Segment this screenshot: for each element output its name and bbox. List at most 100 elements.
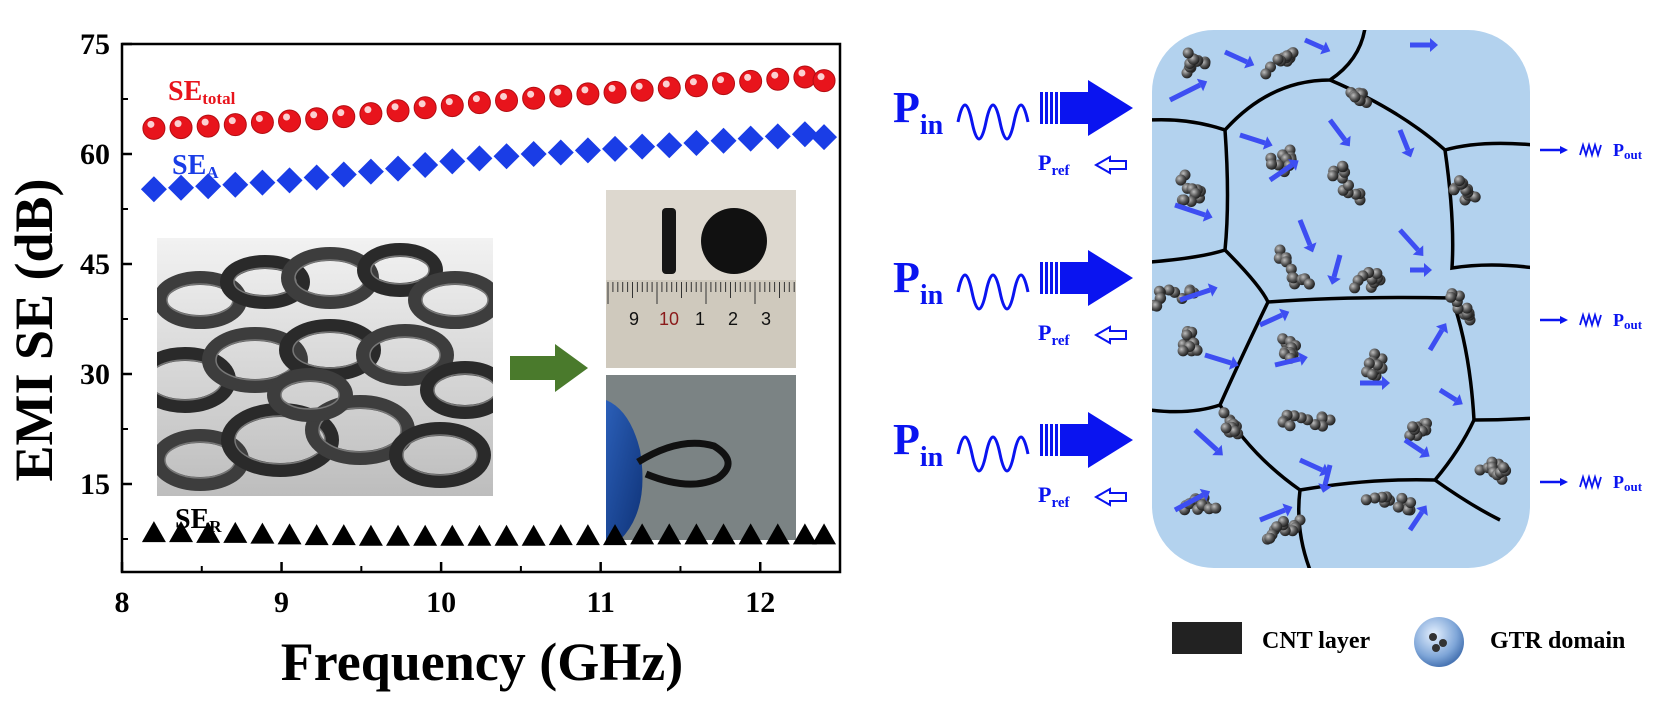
point-a — [222, 171, 249, 198]
scatter-arrow — [1274, 356, 1301, 368]
carbon-particle — [1178, 194, 1190, 206]
flexible-sample-photo — [606, 375, 796, 540]
point-a — [656, 132, 683, 159]
p-out-label: Pout — [1613, 140, 1643, 162]
point-a — [574, 137, 601, 164]
point-a — [439, 148, 466, 175]
tyre-tread — [402, 434, 478, 476]
carbon-particle — [1271, 521, 1283, 533]
scatter-arrow — [1168, 82, 1202, 103]
incident-wave-icon — [956, 435, 1030, 473]
carbon-particle — [1260, 68, 1272, 80]
transmitted-arrow-head — [1560, 478, 1568, 486]
p-ref-label: Pref — [1038, 320, 1070, 349]
point-highlight — [472, 95, 480, 103]
point-total — [169, 116, 193, 140]
point-total — [250, 110, 274, 134]
point-total — [522, 86, 546, 110]
point-a — [195, 173, 222, 200]
point-a — [710, 127, 737, 154]
carbon-particle — [1177, 345, 1189, 357]
carbon-particle — [1349, 282, 1361, 294]
carbon-particle — [1337, 160, 1348, 172]
point-r — [812, 523, 837, 545]
scatter-arrow — [1179, 287, 1211, 303]
carbon-particle — [1190, 187, 1201, 199]
scatter-arrow — [1298, 457, 1324, 473]
y-axis-label: EMI SE (dB) — [4, 178, 64, 481]
p-out-label: Pout — [1613, 472, 1643, 494]
point-r — [630, 523, 655, 545]
point-highlight — [817, 73, 825, 81]
point-r — [223, 521, 248, 543]
incident-arrow-tail — [1045, 92, 1048, 124]
diagram-legend: CNT layer GTR domain — [1172, 617, 1625, 667]
point-total — [549, 84, 573, 108]
point-total — [812, 69, 836, 93]
tyre-tread — [318, 407, 402, 453]
scattered-wave-arrows — [1168, 37, 1463, 532]
scatter-arrow — [1268, 162, 1294, 183]
carbon-particle — [1445, 291, 1457, 303]
point-highlight — [581, 86, 589, 94]
cnt-boundary — [1152, 129, 1230, 264]
carbon-particle — [1371, 268, 1383, 279]
carbon-particle — [1266, 158, 1277, 170]
point-a — [276, 167, 303, 194]
point-total — [495, 88, 519, 112]
tyre — [356, 324, 454, 386]
scatter-arrow — [1407, 510, 1425, 532]
scatter-arrow — [1259, 507, 1286, 523]
carbon-particle — [1284, 420, 1296, 432]
plot-frame — [120, 42, 842, 574]
point-r — [440, 524, 465, 546]
carbon-particle — [1163, 284, 1175, 296]
carbon-particle — [1288, 272, 1299, 284]
y-tick-label: 60 — [80, 138, 110, 171]
point-highlight — [255, 114, 263, 122]
carbon-particle — [1498, 462, 1510, 473]
carbon-particle — [1366, 369, 1378, 380]
point-total — [386, 99, 410, 123]
point-total — [440, 94, 464, 118]
point-r — [413, 524, 438, 546]
point-a — [330, 161, 357, 188]
carbon-particle — [1152, 300, 1163, 312]
gtr-domain-label: GTR domain — [1490, 628, 1625, 654]
point-r — [684, 523, 709, 545]
ruler-number: 10 — [659, 309, 679, 329]
point-r — [521, 524, 546, 546]
incident-arrow-tail — [1040, 262, 1043, 294]
cnt-boundary — [1218, 404, 1476, 492]
point-highlight — [500, 92, 508, 100]
point-r — [331, 524, 356, 546]
point-total — [630, 78, 654, 102]
incident-arrow-tail — [1055, 262, 1058, 294]
carbon-particle — [1363, 357, 1375, 369]
point-r — [169, 521, 194, 543]
p-in-label: Pin — [893, 253, 944, 311]
y-tick-label: 45 — [80, 248, 110, 281]
point-total — [793, 65, 817, 89]
y-tick-label: 75 — [80, 28, 110, 61]
scatter-arrow-head — [1202, 208, 1213, 222]
carbon-particle — [1274, 244, 1286, 256]
point-highlight — [310, 111, 318, 119]
tyre — [220, 255, 310, 309]
scatter-arrow-head — [1199, 488, 1211, 502]
incident-wave-icon — [956, 103, 1030, 141]
scatter-arrow — [1223, 49, 1249, 65]
point-highlight — [771, 71, 779, 79]
carbon-particle — [1182, 47, 1194, 59]
point-total — [603, 80, 627, 104]
point-total — [657, 76, 681, 100]
point-a — [629, 133, 656, 160]
incident-arrow-tail — [1055, 92, 1058, 124]
green-arrow-icon — [510, 344, 588, 392]
scatter-arrow-head — [1303, 242, 1317, 253]
